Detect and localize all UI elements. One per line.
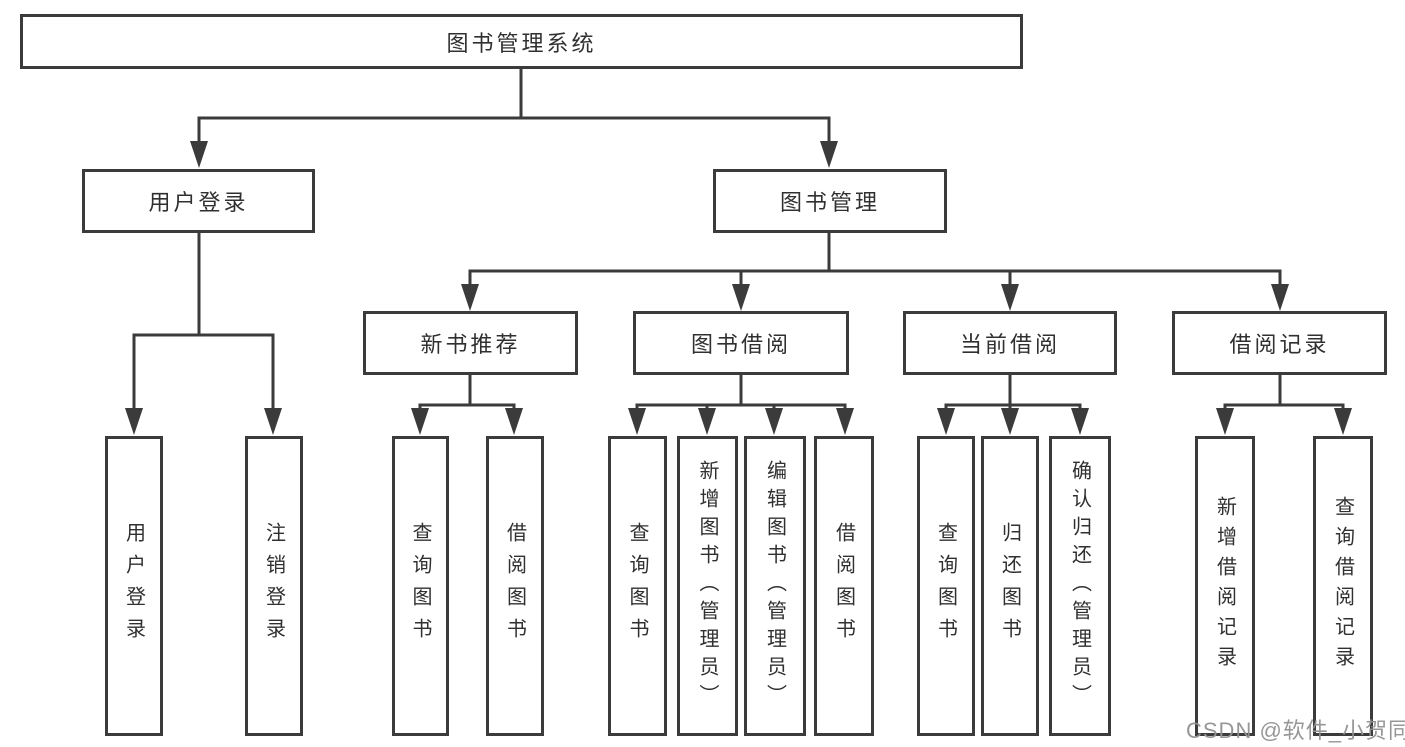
node-book-borrowing: 图书借阅 (633, 311, 849, 375)
node-edit-books-admin: 编辑图书（管理员） (744, 436, 806, 736)
node-borrow-books-recommend: 借阅图书 (486, 436, 544, 736)
node-new-book-recommend: 新书推荐 (363, 311, 578, 375)
node-query-books-current: 查询图书 (917, 436, 975, 736)
node-add-borrow-record: 新增借阅记录 (1195, 436, 1255, 736)
node-library-system: 图书管理系统 (20, 14, 1023, 69)
node-confirm-return-admin: 确认归还（管理员） (1049, 436, 1111, 736)
node-book-management: 图书管理 (713, 169, 947, 233)
node-return-books: 归还图书 (981, 436, 1039, 736)
node-borrowing-records: 借阅记录 (1172, 311, 1387, 375)
node-user-login: 用户登录 (82, 169, 315, 233)
node-user-login-leaf: 用户登录 (105, 436, 163, 736)
node-logout: 注销登录 (245, 436, 303, 736)
node-query-books-recommend: 查询图书 (392, 436, 449, 736)
node-query-books-borrowing: 查询图书 (608, 436, 667, 736)
node-current-borrowing: 当前借阅 (903, 311, 1117, 375)
node-add-books-admin: 新增图书（管理员） (677, 436, 738, 736)
node-borrow-books-borrowing: 借阅图书 (814, 436, 874, 736)
node-query-borrow-record: 查询借阅记录 (1313, 436, 1373, 736)
watermark: CSDN @软件_小贺同学 (1186, 718, 1405, 743)
